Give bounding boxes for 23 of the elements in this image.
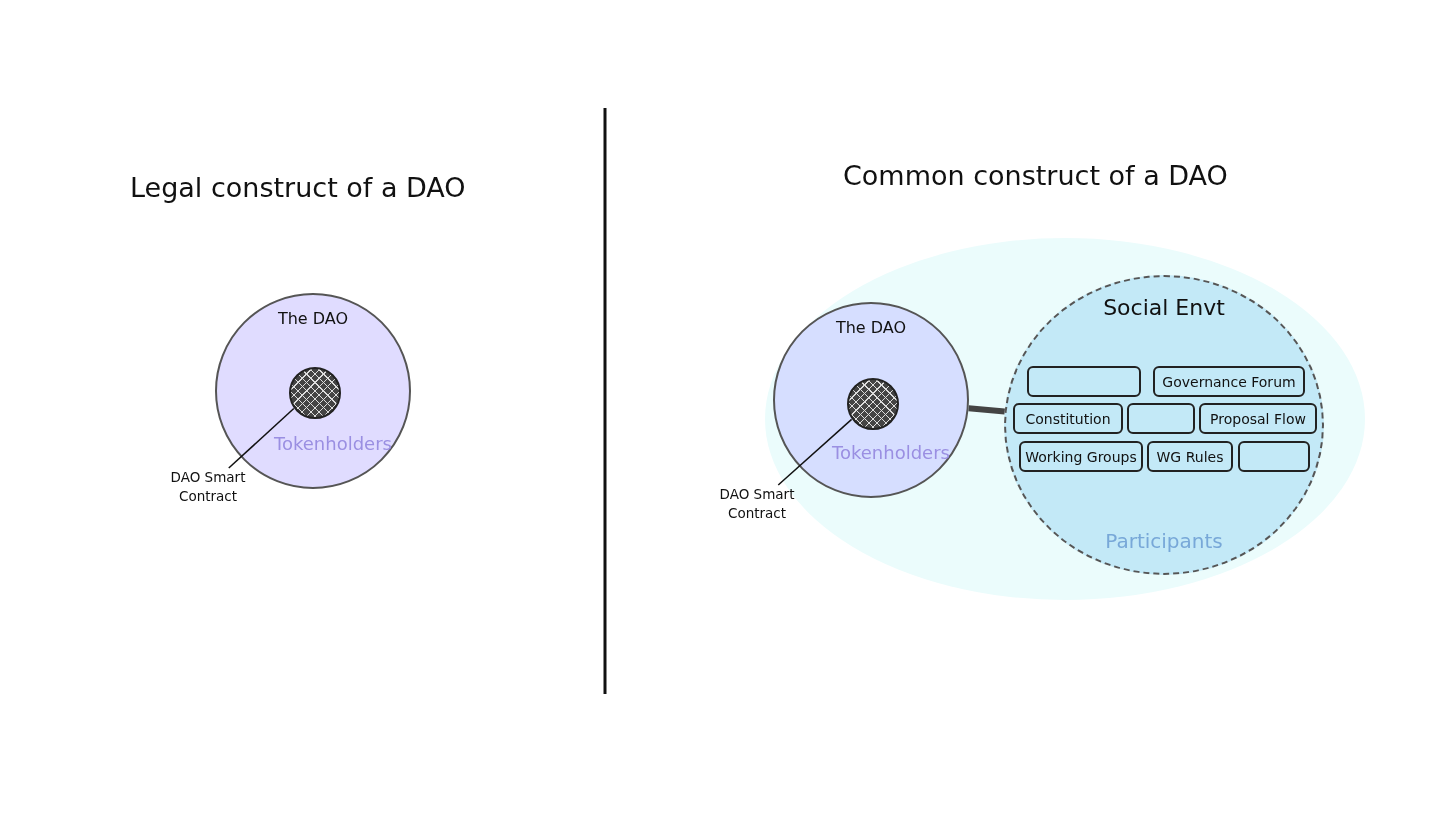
- circle-label: Tokenholders: [273, 433, 393, 454]
- rounded-box: [1238, 441, 1310, 472]
- leader-line: [777, 418, 853, 486]
- hatched-circle: [847, 378, 899, 430]
- connector-line: [968, 405, 1005, 415]
- heading: Common construct of a DAO: [843, 160, 1228, 191]
- rounded-box: [1127, 403, 1195, 434]
- circle-label: Participants: [1104, 529, 1224, 553]
- rounded-box: Governance Forum: [1153, 366, 1305, 397]
- circle-label: Tokenholders: [831, 442, 951, 463]
- rounded-box: [1027, 366, 1141, 397]
- rounded-box: Proposal Flow: [1199, 403, 1317, 434]
- hatched-circle: [289, 367, 341, 419]
- circle-title: The DAO: [276, 309, 350, 328]
- circle-title: The DAO: [834, 318, 908, 337]
- callout-label: DAO Smart Contract: [146, 468, 270, 506]
- heading: Legal construct of a DAO: [130, 172, 466, 203]
- circle-title: Social Envt: [1102, 295, 1226, 320]
- leader-line: [228, 407, 295, 469]
- callout-label: DAO Smart Contract: [694, 485, 820, 523]
- rounded-box: Working Groups: [1019, 441, 1143, 472]
- rounded-box: Constitution: [1013, 403, 1123, 434]
- rounded-box: WG Rules: [1147, 441, 1233, 472]
